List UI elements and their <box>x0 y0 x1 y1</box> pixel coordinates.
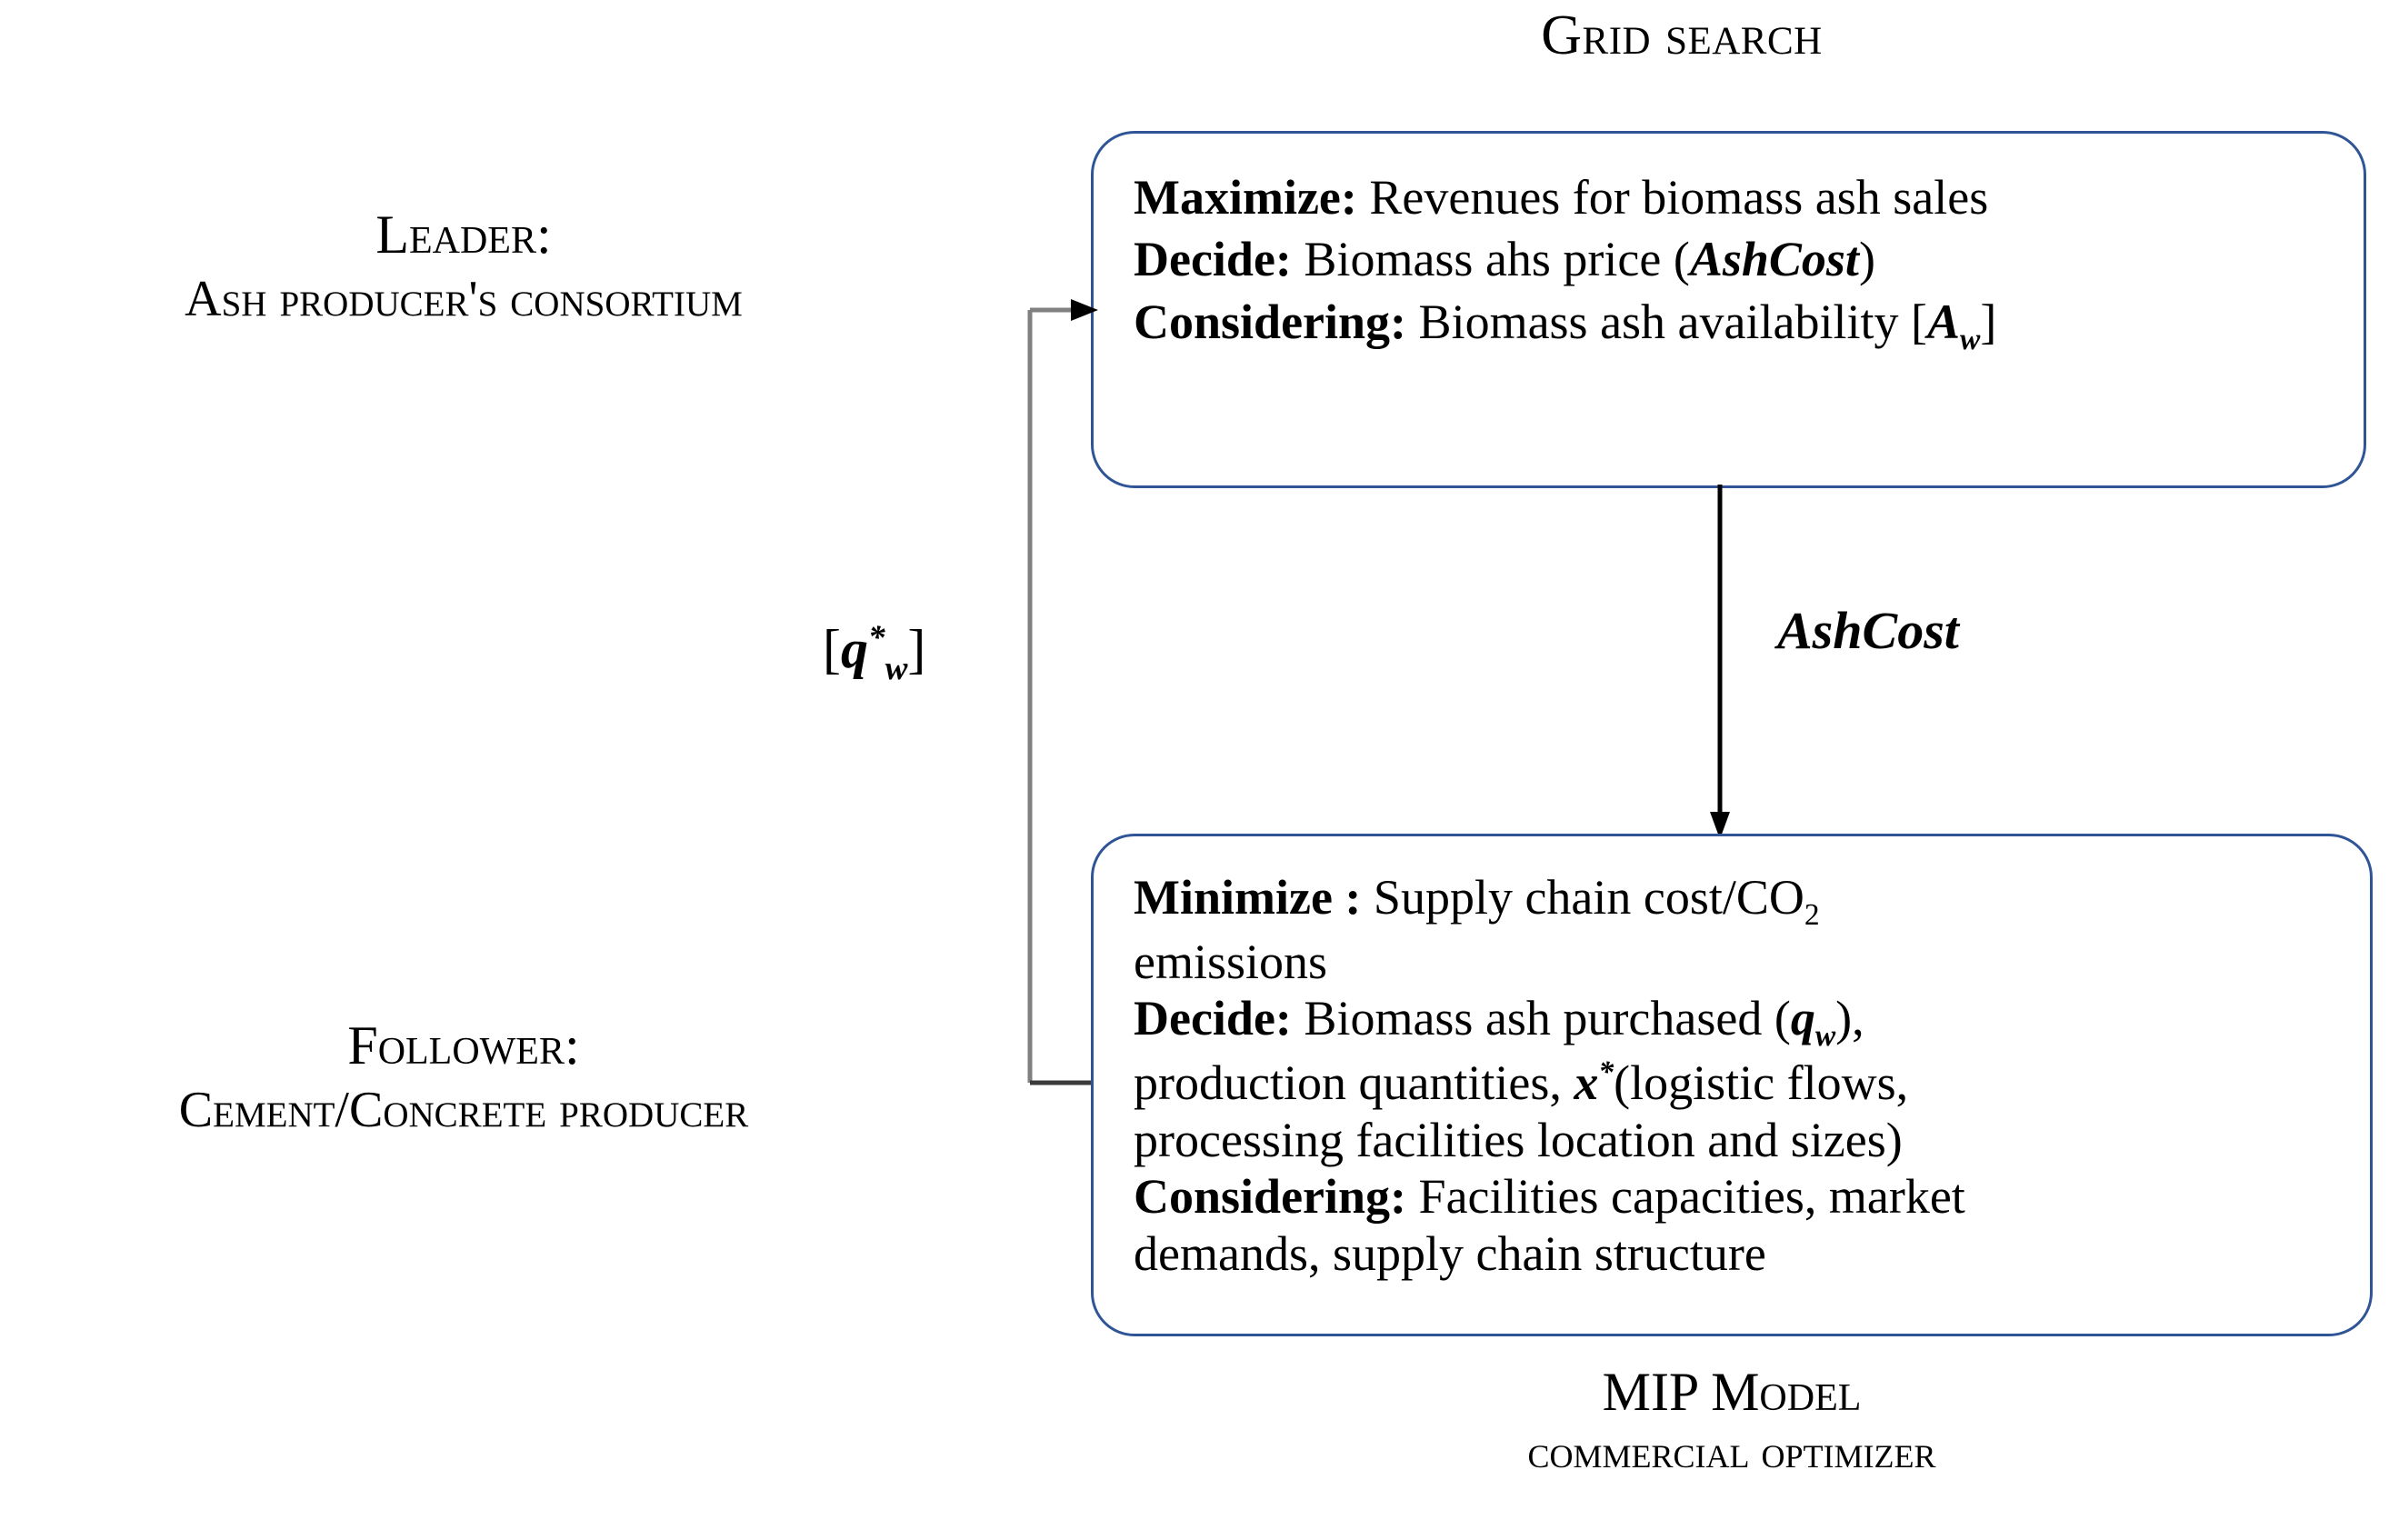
follower-minimize-label: Minimize : <box>1134 870 1362 925</box>
ash-availability-symbol: A <box>1926 294 1960 349</box>
ashcost-variable: AshCost <box>1689 232 1859 287</box>
follower-considering-text: Facilities capacities, market <box>1406 1169 1965 1225</box>
leader-maximize-text: Revenues for biomass ash sales <box>1356 170 1989 225</box>
follower-decide-tail: ), <box>1835 991 1864 1046</box>
follower-decide-line: Decide: Biomass ash purchased (qw), <box>1134 990 2343 1055</box>
mip-model-name: MIP Model <box>1602 1362 1862 1422</box>
qw-purchased-variable: qw <box>1790 991 1835 1053</box>
follower-decide-line-2: production quantities, x*(logistic flows… <box>1134 1055 2343 1112</box>
follower-minimize-line: Minimize : Supply chain cost/CO2 <box>1134 869 2343 934</box>
mip-solver-name: commercial optimizer <box>1527 1426 1936 1478</box>
x-star-variable: x* <box>1574 1055 1614 1110</box>
follower-block: Follower: Cement/Concrete producer <box>0 1013 945 1142</box>
leader-decide-label: Decide: <box>1134 232 1292 287</box>
follower-minimize-line-2: emissions <box>1134 934 2343 991</box>
leader-considering-text: Biomass ash availability [ <box>1406 294 1927 349</box>
follower-considering-line: Considering: Facilities capacities, mark… <box>1134 1168 2343 1225</box>
ash-availability-variable: Aw <box>1926 294 1980 356</box>
co2-subscript: 2 <box>1804 897 1820 932</box>
follower-decide-label: Decide: <box>1134 991 1292 1046</box>
leader-entity-label: Ash producer's consortium <box>185 271 743 328</box>
leader-maximize-line: Maximize: Revenues for biomass ash sales <box>1134 166 2336 228</box>
leader-model-box[interactable]: Maximize: Revenues for biomass ash sales… <box>1091 131 2366 488</box>
follower-minimize-text: Supply chain cost/CO <box>1361 870 1804 925</box>
leader-considering-tail: ] <box>1980 294 1997 349</box>
follower-model-box[interactable]: Minimize : Supply chain cost/CO2 emissio… <box>1091 834 2373 1336</box>
leader-block: Leader: Ash producer's consortium <box>0 202 945 331</box>
follower-considering-line-2: demands, supply chain structure <box>1134 1225 1766 1281</box>
leader-decide-text: Biomass ahs price ( <box>1291 232 1690 287</box>
leader-considering-label: Considering: <box>1134 294 1407 349</box>
feedback-bracket-open: [ <box>823 619 841 679</box>
follower-entity-label: Cement/Concrete producer <box>178 1082 749 1139</box>
leader-role-label: Leader: <box>375 205 552 265</box>
follower-decide-line2-post: (logistic flows, <box>1614 1055 1909 1110</box>
feedback-edge-label: [q*w] <box>823 618 925 688</box>
feedback-path-arrow <box>1027 299 1098 1085</box>
follower-decide-line2-pre: production quantities, <box>1134 1055 1574 1110</box>
qw-purchased-subscript: w <box>1814 1019 1836 1054</box>
follower-considering-label: Considering: <box>1134 1169 1407 1225</box>
leader-considering-line: Considering: Biomass ash availability [A… <box>1134 291 2336 359</box>
follower-decide-line-3: processing facilities location and sizes… <box>1134 1112 1903 1167</box>
leader-decide-tail: ) <box>1858 232 1875 287</box>
ashcost-arrow <box>1710 485 1730 839</box>
ash-availability-subscript: w <box>1959 322 1981 356</box>
feedback-bracket-close: ] <box>907 619 926 679</box>
leader-model-box-content: Maximize: Revenues for biomass ash sales… <box>1094 134 2364 368</box>
x-star-superscript: * <box>1598 1055 1614 1089</box>
leader-decide-line: Decide: Biomass ahs price (AshCost) <box>1134 228 2336 290</box>
qw-variable: q*w <box>840 619 907 687</box>
ashcost-edge-label: AshCost <box>1777 601 1959 660</box>
qw-superscript: * <box>867 619 885 656</box>
qw-symbol: q <box>840 619 868 679</box>
follower-model-box-content: Minimize : Supply chain cost/CO2 emissio… <box>1094 836 2370 1291</box>
follower-minimize-continuation: emissions <box>1134 934 1328 989</box>
qw-subscript: w <box>885 650 908 687</box>
qw-purchased-symbol: q <box>1790 991 1815 1046</box>
x-star-symbol: x <box>1574 1055 1599 1110</box>
grid-search-title: Grid search <box>1541 5 1823 66</box>
follower-role-label: Follower: <box>347 1015 580 1075</box>
leader-maximize-label: Maximize: <box>1134 170 1357 225</box>
follower-decide-text: Biomass ash purchased ( <box>1291 991 1791 1046</box>
mip-model-caption: MIP Model commercial optimizer <box>1091 1359 2373 1481</box>
